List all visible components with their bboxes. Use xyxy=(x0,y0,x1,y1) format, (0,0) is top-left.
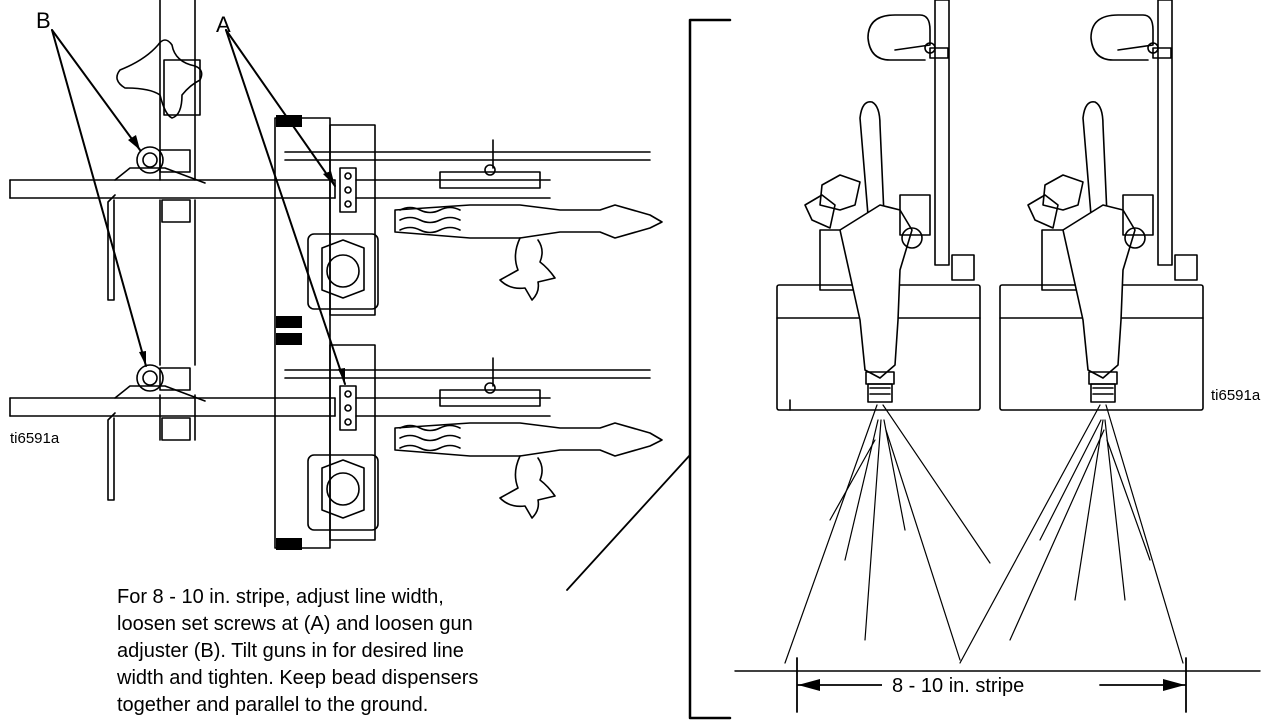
dimension-label: 8 - 10 in. stripe xyxy=(882,675,1035,698)
springs xyxy=(276,115,302,550)
callout-b-label: B xyxy=(36,8,51,33)
figure-id-right: ti6591a xyxy=(1211,387,1261,404)
top-view-assembly xyxy=(10,0,662,550)
figure-id-left: ti6591a xyxy=(10,430,60,447)
spray-fan-right xyxy=(960,405,1183,663)
gun-body-right xyxy=(1028,102,1153,402)
spray-fan-left xyxy=(785,405,990,663)
horizontal-bar-lower xyxy=(10,398,335,416)
spray-gun-lower xyxy=(285,358,662,518)
spray-gun-upper xyxy=(285,140,662,300)
frame-plates xyxy=(275,118,378,548)
dispenser-left xyxy=(777,0,990,663)
callout-arrowheads xyxy=(128,135,345,384)
set-screw-block-lower xyxy=(340,386,356,430)
dispenser-right xyxy=(960,0,1203,663)
dimension-arrowheads xyxy=(798,679,1185,691)
horizontal-bar-upper xyxy=(10,180,335,198)
gun-adjuster-upper xyxy=(108,147,205,300)
callout-a-label: A xyxy=(216,12,231,37)
pointer-line xyxy=(567,455,690,590)
set-screw-block-upper xyxy=(340,168,356,212)
gun-body-left xyxy=(805,102,930,402)
spring-coil-lower xyxy=(400,426,460,451)
spring-coil-upper xyxy=(400,208,460,233)
callout-leaders xyxy=(52,30,345,384)
adjustment-instructions: For 8 - 10 in. stripe, adjust line width… xyxy=(117,586,479,716)
figure-bracket xyxy=(690,20,730,718)
gun-adjuster-lower xyxy=(108,365,205,500)
star-knob-top xyxy=(117,40,202,118)
front-view-assembly xyxy=(735,0,1260,712)
